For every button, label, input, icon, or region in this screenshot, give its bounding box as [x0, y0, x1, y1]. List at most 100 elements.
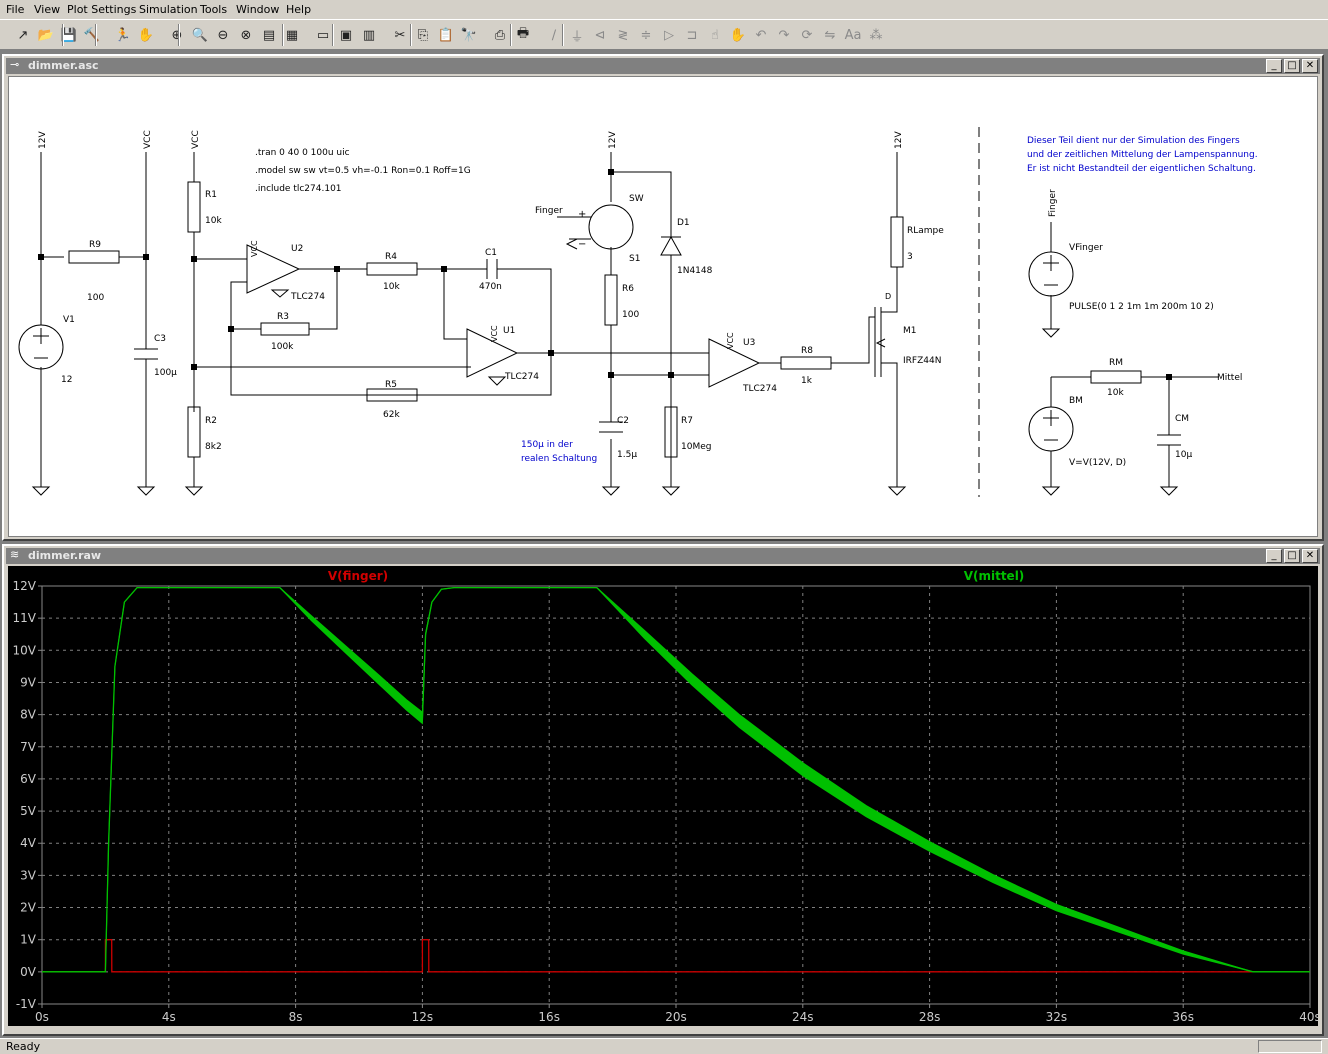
u1-opamp[interactable] — [466, 328, 519, 378]
zoom-in-icon[interactable]: ⊕ — [171, 27, 183, 43]
capacitor-icon[interactable]: ≑ — [640, 27, 652, 43]
v1-source[interactable] — [18, 324, 64, 370]
toolbar-separator — [62, 24, 64, 46]
component-icon[interactable]: ⊐ — [686, 27, 698, 43]
tile-vertical-icon[interactable]: ▥ — [362, 27, 376, 43]
cut-icon[interactable]: ✂ — [394, 27, 406, 43]
ground-symbols — [31, 289, 1179, 496]
r8-resistor[interactable] — [780, 356, 832, 370]
r9-resistor[interactable] — [68, 250, 120, 264]
schematic-drawing[interactable]: 12V VCC VCC 12V 12V Finger VCC VCC VCC V… — [9, 77, 1319, 538]
cascade-icon[interactable]: ▣ — [339, 27, 353, 43]
directive-tran: .tran 0 40 0 100u uic — [255, 148, 350, 158]
u2-opamp[interactable] — [246, 244, 301, 294]
schematic-canvas[interactable]: 12V VCC VCC 12V 12V Finger VCC VCC VCC V… — [8, 76, 1318, 537]
rlampe-resistor[interactable] — [890, 216, 904, 268]
resistor-icon[interactable]: ≷ — [617, 27, 629, 43]
move-icon[interactable]: ☝ — [711, 27, 719, 43]
label-r7-val: 10Meg — [681, 442, 711, 452]
fit-icon[interactable]: ▦ — [285, 27, 299, 43]
zoom-cancel-icon[interactable]: ⊗ — [240, 27, 252, 43]
label-r6: R6 — [622, 284, 634, 294]
pan-icon[interactable]: ✋ — [137, 27, 155, 43]
menu-tools[interactable]: Tools — [200, 3, 228, 16]
ground-icon[interactable]: ⏚ — [570, 29, 584, 45]
label-c2-val: 1.5µ — [617, 450, 637, 460]
rm-resistor[interactable] — [1090, 370, 1142, 384]
label-m1-d: D — [885, 292, 891, 301]
menu-view[interactable]: View — [34, 3, 61, 16]
r1-resistor[interactable] — [187, 181, 201, 233]
r4-resistor[interactable] — [366, 262, 418, 276]
r3-resistor[interactable] — [260, 322, 310, 336]
maximize-button[interactable]: □ — [1284, 59, 1300, 73]
text-icon[interactable]: Aa — [844, 27, 862, 43]
toolbar-separator — [95, 24, 97, 46]
schematic-labels: 12V VCC VCC 12V 12V Finger VCC VCC VCC V… — [38, 130, 1242, 468]
minimize-button[interactable]: _ — [1266, 59, 1282, 73]
zoom-out-icon[interactable]: ⊖ — [217, 27, 229, 43]
redo-icon[interactable]: ↷ — [778, 27, 790, 43]
x-tick-label: 0s — [35, 1010, 49, 1024]
paste-icon[interactable]: 📋 — [437, 27, 455, 43]
copy-icon[interactable]: ⎘ — [417, 27, 429, 43]
menu-help[interactable]: Help — [286, 3, 312, 16]
menu-plot-settings[interactable]: Plot Settings — [67, 3, 137, 16]
plot-minimize-button[interactable]: _ — [1266, 549, 1282, 563]
undo-icon[interactable]: ↶ — [755, 27, 767, 43]
u3-opamp[interactable] — [708, 338, 761, 388]
plot-close-button[interactable]: ✕ — [1302, 549, 1318, 563]
r5-resistor[interactable] — [366, 388, 418, 402]
schematic-window[interactable]: ⊸ dimmer.asc _ □ ✕ — [2, 54, 1324, 541]
drag-icon[interactable]: ✋ — [729, 27, 747, 43]
menu-window[interactable]: Window — [236, 3, 280, 16]
y-tick-label: -1V — [16, 997, 37, 1011]
trace-vmittel-band — [42, 587, 1310, 973]
m1-mosfet[interactable] — [875, 307, 886, 377]
r7-resistor[interactable] — [664, 406, 678, 458]
wire-icon[interactable]: ∕ — [551, 27, 557, 43]
zoom-area-icon[interactable]: 🔍 — [191, 27, 209, 43]
print-preview-icon[interactable]: ⎙ — [494, 27, 506, 43]
label-r5-val: 62k — [383, 410, 400, 420]
open-schematic-icon[interactable]: ↗ — [17, 27, 29, 43]
bm-source[interactable] — [1028, 406, 1074, 452]
find-icon[interactable]: 🔭 — [460, 27, 478, 43]
note-line-2: und der zeitlichen Mittelung der Lampens… — [1027, 150, 1258, 160]
label-icon[interactable]: ⊲ — [594, 27, 606, 43]
d1-diode[interactable] — [660, 235, 682, 256]
y-tick-label: 1V — [20, 933, 37, 947]
menu-simulation[interactable]: Simulation — [139, 3, 198, 16]
plot-frame — [41, 585, 1311, 1005]
autorange-icon[interactable]: ▤ — [262, 27, 276, 43]
label-r1-val: 10k — [205, 216, 222, 226]
s1-switch[interactable] — [588, 204, 634, 250]
r2-resistor[interactable] — [187, 406, 201, 458]
y-tick-label: 8V — [20, 708, 37, 722]
print-icon[interactable]: 🖶 — [516, 26, 530, 41]
vfinger-source[interactable] — [1028, 251, 1074, 297]
tile-horizontal-icon[interactable]: ▭ — [316, 27, 330, 43]
mirror-icon[interactable]: ⇋ — [824, 27, 836, 43]
menu-file[interactable]: File — [6, 3, 25, 16]
save-icon[interactable]: 💾 — [60, 27, 78, 43]
rotate-icon[interactable]: ⟳ — [801, 27, 813, 43]
toolbar-separator — [178, 24, 180, 46]
c2-note-line-2: realen Schaltung — [521, 454, 597, 464]
spice-directives[interactable]: .tran 0 40 0 100u uic .model sw sw vt=0.… — [255, 148, 471, 194]
label-r6-val: 100 — [622, 310, 639, 320]
close-button[interactable]: ✕ — [1302, 59, 1318, 73]
diode-icon[interactable]: ▷ — [664, 27, 674, 43]
schematic-titlebar[interactable]: ⊸ dimmer.asc _ □ ✕ — [6, 58, 1320, 74]
junction-dots — [38, 169, 1172, 380]
open-file-icon[interactable]: 📂 — [37, 27, 55, 43]
run-icon[interactable]: 🏃 — [114, 27, 132, 43]
r6-resistor[interactable] — [604, 274, 618, 326]
plot-maximize-button[interactable]: □ — [1284, 549, 1300, 563]
spice-directive-icon[interactable]: ⁂ — [869, 27, 883, 43]
control-panel-icon[interactable]: 🔨 — [83, 27, 101, 43]
plot-titlebar[interactable]: ≋ dimmer.raw _ □ ✕ — [6, 548, 1320, 564]
